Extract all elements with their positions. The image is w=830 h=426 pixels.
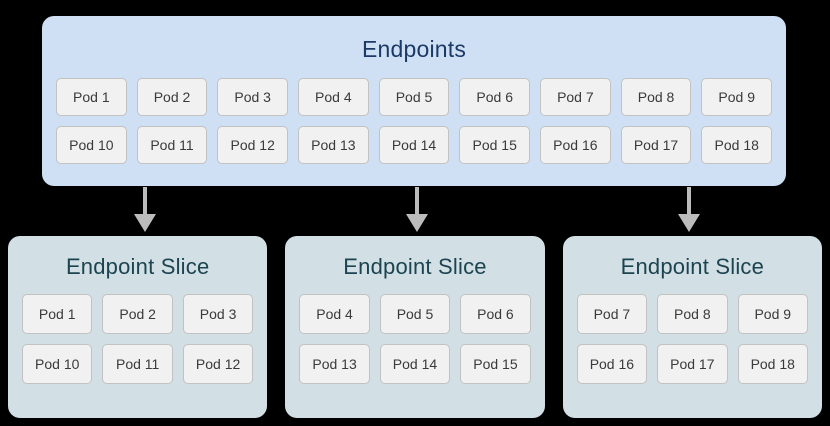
endpoints-title: Endpoints <box>361 36 467 62</box>
pod-box[interactable]: Pod 2 <box>136 78 208 116</box>
endpoints-panel: Endpoints Pod 1 Pod 2 Pod 3 Pod 4 Pod 5 … <box>42 16 786 186</box>
pod-box[interactable]: Pod 6 <box>459 78 531 116</box>
endpoint-slice-title: Endpoint Slice <box>620 254 765 279</box>
pod-box[interactable]: Pod 17 <box>620 126 692 164</box>
pod-box[interactable]: Pod 14 <box>379 344 451 384</box>
pod-box[interactable]: Pod 5 <box>378 78 450 116</box>
endpoint-slice-pods-grid: Pod 1 Pod 2 Pod 3 Pod 10 Pod 11 Pod 12 <box>22 294 254 384</box>
endpoint-slice-panel-1: Endpoint Slice Pod 1 Pod 2 Pod 3 Pod 10 … <box>8 236 268 418</box>
pod-box[interactable]: Pod 12 <box>182 344 254 384</box>
pod-box[interactable]: Pod 6 <box>460 294 531 334</box>
endpoint-slice-pods-row-1: Pod 1 Pod 2 Pod 3 <box>22 294 254 334</box>
pod-box[interactable]: Pod 15 <box>459 126 531 164</box>
pod-box[interactable]: Pod 1 <box>22 294 93 334</box>
arrow-head <box>678 214 700 232</box>
pod-box[interactable]: Pod 9 <box>701 78 773 116</box>
pod-box[interactable]: Pod 18 <box>737 344 808 384</box>
pod-box[interactable]: Pod 17 <box>657 344 728 384</box>
arrow-shaft <box>143 187 147 217</box>
pod-box[interactable]: Pod 3 <box>217 78 289 116</box>
endpoint-slice-panel-2: Endpoint Slice Pod 4 Pod 5 Pod 6 Pod 13 … <box>285 236 545 418</box>
arrow-shaft <box>415 187 419 217</box>
endpoint-slices-container: Endpoint Slice Pod 1 Pod 2 Pod 3 Pod 10 … <box>8 236 822 418</box>
pod-box[interactable]: Pod 12 <box>217 126 289 164</box>
endpoint-slice-pods-row-2: Pod 13 Pod 14 Pod 15 <box>299 344 531 384</box>
endpoint-slice-pods-row-1: Pod 4 Pod 5 Pod 6 <box>299 294 531 334</box>
pod-box[interactable]: Pod 2 <box>102 294 173 334</box>
endpoint-slice-pods-row-2: Pod 10 Pod 11 Pod 12 <box>22 344 254 384</box>
pod-box[interactable]: Pod 16 <box>540 126 611 164</box>
pod-box[interactable]: Pod 11 <box>102 344 173 384</box>
arrow-head <box>406 214 428 232</box>
endpoints-pods-row-1: Pod 1 Pod 2 Pod 3 Pod 4 Pod 5 Pod 6 Pod … <box>56 78 773 116</box>
endpoint-slice-pods-row-2: Pod 16 Pod 17 Pod 18 <box>576 344 808 384</box>
arrow-down-icon <box>134 187 156 232</box>
pod-box[interactable]: Pod 4 <box>299 294 370 334</box>
pod-box[interactable]: Pod 8 <box>620 78 692 116</box>
pod-box[interactable]: Pod 3 <box>182 294 254 334</box>
pod-box[interactable]: Pod 13 <box>299 344 370 384</box>
pod-box[interactable]: Pod 7 <box>540 78 611 116</box>
arrow-down-icon <box>678 187 700 232</box>
pod-box[interactable]: Pod 10 <box>22 344 93 384</box>
endpoint-slice-pods-grid: Pod 7 Pod 8 Pod 9 Pod 16 Pod 17 Pod 18 <box>576 294 808 384</box>
pod-box[interactable]: Pod 10 <box>56 126 127 164</box>
pod-box[interactable]: Pod 9 <box>737 294 808 334</box>
endpoint-slice-pods-grid: Pod 4 Pod 5 Pod 6 Pod 13 Pod 14 Pod 15 <box>299 294 531 384</box>
pod-box[interactable]: Pod 8 <box>657 294 728 334</box>
pod-box[interactable]: Pod 15 <box>460 344 531 384</box>
arrow-shaft <box>687 187 691 217</box>
endpoints-pods-row-2: Pod 10 Pod 11 Pod 12 Pod 13 Pod 14 Pod 1… <box>56 126 773 164</box>
pod-box[interactable]: Pod 5 <box>379 294 451 334</box>
pod-box[interactable]: Pod 18 <box>701 126 773 164</box>
pod-box[interactable]: Pod 7 <box>576 294 648 334</box>
endpoint-slice-title: Endpoint Slice <box>343 254 487 279</box>
pod-box[interactable]: Pod 13 <box>298 126 369 164</box>
pod-box[interactable]: Pod 4 <box>298 78 369 116</box>
endpoint-slice-title: Endpoint Slice <box>65 254 210 279</box>
pod-box[interactable]: Pod 14 <box>378 126 450 164</box>
arrow-head <box>134 214 156 232</box>
pod-box[interactable]: Pod 11 <box>136 126 208 164</box>
pod-box[interactable]: Pod 16 <box>576 344 648 384</box>
endpoints-pods-grid: Pod 1 Pod 2 Pod 3 Pod 4 Pod 5 Pod 6 Pod … <box>56 78 773 164</box>
endpoint-slice-pods-row-1: Pod 7 Pod 8 Pod 9 <box>576 294 808 334</box>
pod-box[interactable]: Pod 1 <box>56 78 127 116</box>
arrow-down-icon <box>406 187 428 232</box>
endpoint-slice-panel-3: Endpoint Slice Pod 7 Pod 8 Pod 9 Pod 16 … <box>562 236 822 418</box>
